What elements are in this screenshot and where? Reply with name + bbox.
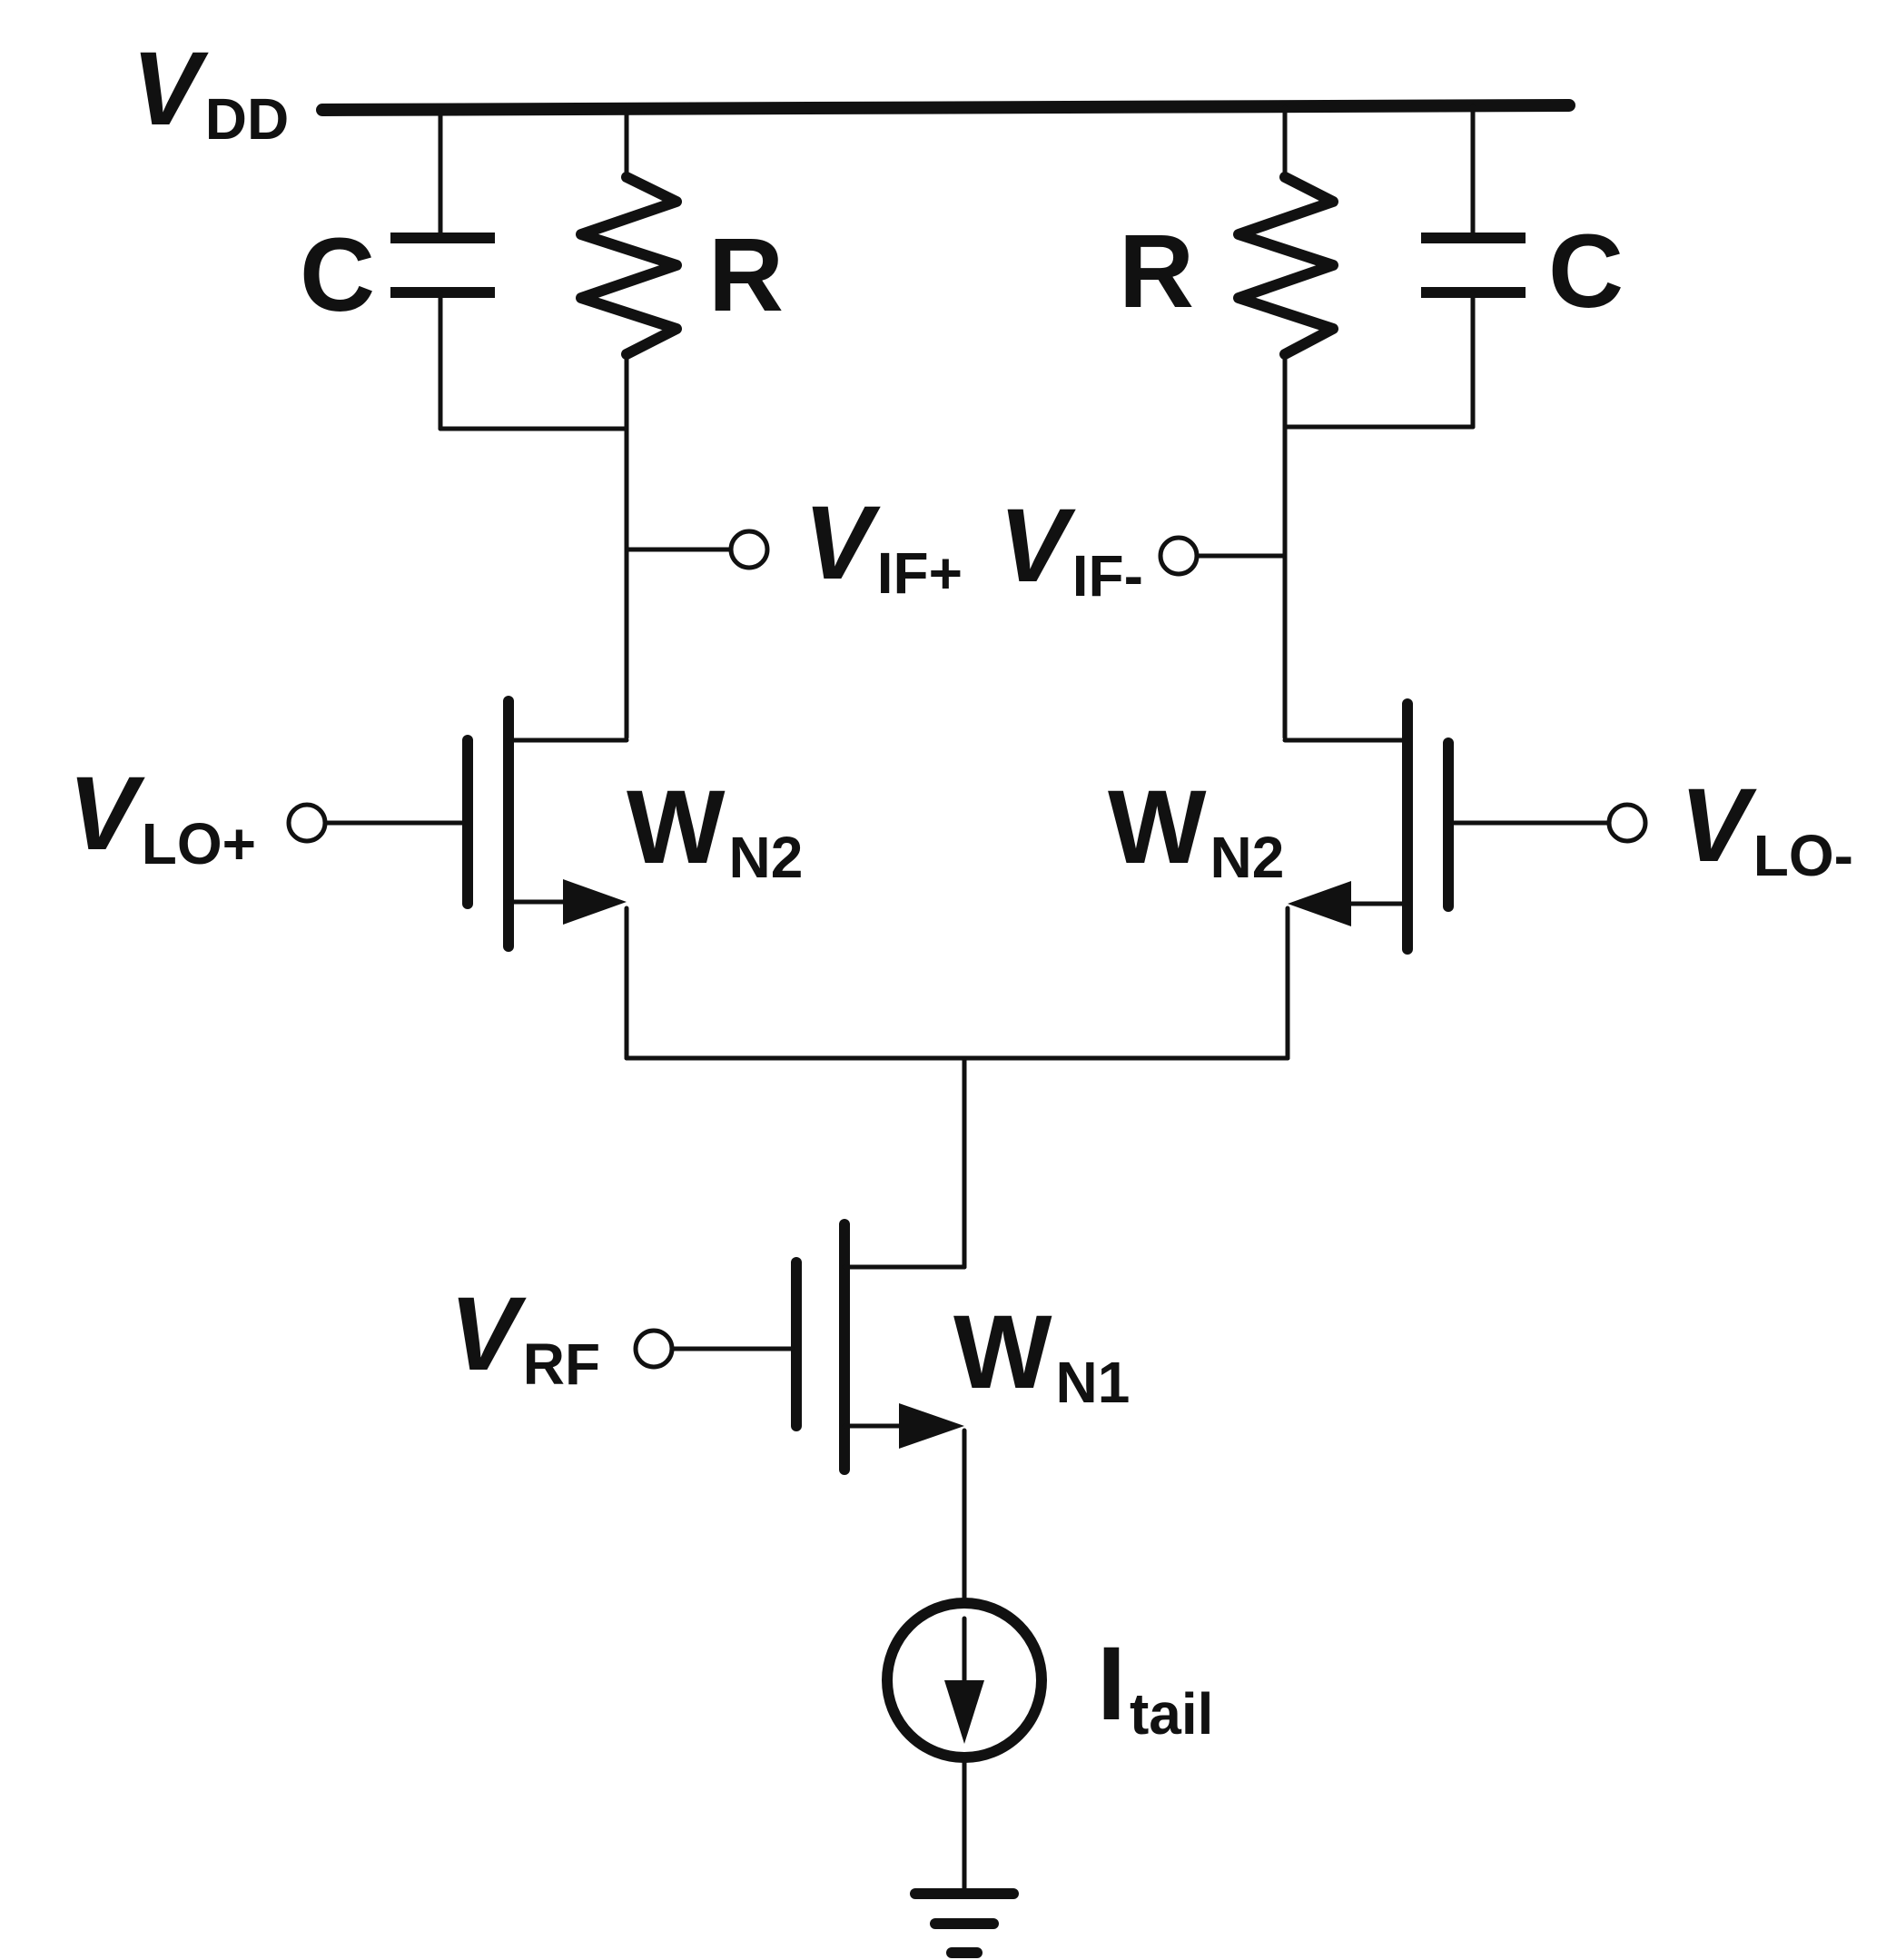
left-resistor — [576, 107, 682, 740]
tail-current-source — [882, 1598, 1047, 1896]
vrf-terminal[interactable] — [633, 1328, 795, 1370]
vdd-label: VDD — [132, 31, 289, 152]
right-capacitor — [1282, 104, 1526, 430]
vlo-plus-terminal[interactable] — [286, 802, 466, 844]
c-left-label: C — [300, 217, 375, 333]
vlo-plus-label: VLO+ — [68, 756, 256, 876]
wn2-left-label: WN2 — [627, 769, 803, 890]
rf-transistor-wn1 — [791, 1219, 967, 1601]
vif-plus-terminal[interactable] — [624, 529, 770, 570]
wn1-label: WN1 — [953, 1294, 1130, 1415]
left-transistor-wn2 — [462, 696, 629, 1061]
vif-minus-terminal[interactable] — [1158, 535, 1288, 577]
vif-plus-label: VIF+ — [804, 485, 963, 606]
ground-symbol — [910, 1888, 1019, 1958]
vif-minus-label: VIF- — [999, 488, 1143, 609]
itail-label: Itail — [1097, 1626, 1213, 1747]
wn2-right-label: WN2 — [1108, 769, 1284, 890]
vlo-minus-terminal[interactable] — [1450, 802, 1648, 844]
vlo-minus-label: VLO- — [1680, 767, 1853, 888]
right-resistor — [1233, 104, 1338, 740]
r-right-label: R — [1119, 213, 1194, 330]
vdd-rail — [316, 99, 1575, 116]
c-right-label: C — [1548, 213, 1624, 330]
r-left-label: R — [708, 217, 784, 333]
right-transistor-wn2 — [1282, 698, 1454, 1061]
vrf-label: VRF — [449, 1276, 600, 1397]
left-capacitor — [390, 107, 629, 431]
